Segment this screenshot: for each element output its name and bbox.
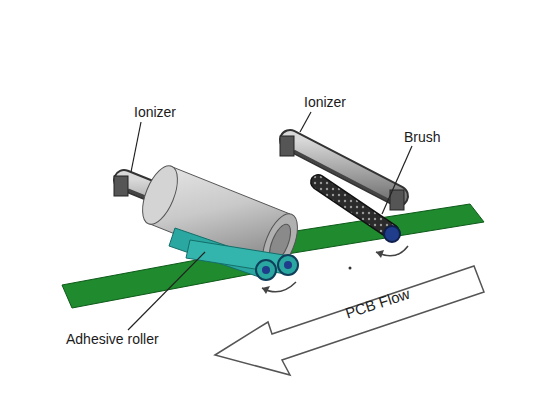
drum <box>135 161 304 277</box>
leader-line <box>131 122 141 172</box>
leader-line <box>300 112 311 132</box>
adhesive-roller <box>169 228 298 280</box>
leader-line <box>382 146 412 214</box>
dot <box>349 267 352 270</box>
arrowhead <box>376 250 384 258</box>
part-label: Brush <box>404 130 441 145</box>
leader-line <box>128 252 205 330</box>
brush <box>318 182 400 242</box>
part-label: Ionizer <box>304 95 346 110</box>
arrowhead <box>262 286 270 294</box>
part-label: Adhesive roller <box>66 332 159 347</box>
part-label: Ionizer <box>134 105 176 120</box>
flow-arrow <box>215 266 484 375</box>
